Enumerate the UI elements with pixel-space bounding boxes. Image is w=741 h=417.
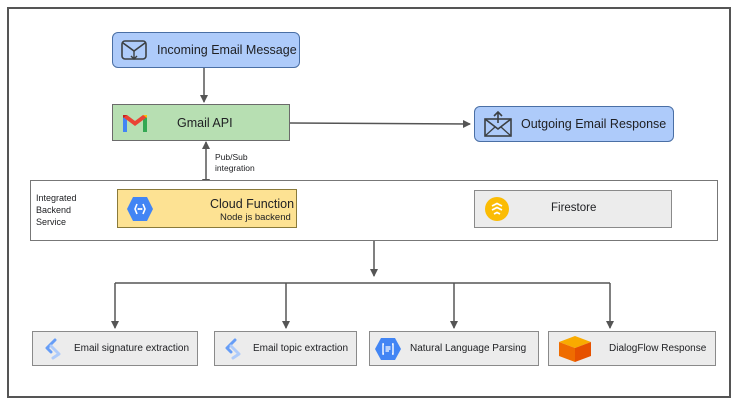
firestore-label: Firestore bbox=[551, 202, 597, 214]
gmail-api-node: Gmail API bbox=[112, 104, 290, 141]
incoming-email-label: Incoming Email Message bbox=[157, 43, 297, 57]
pubsub-label-line-1: Pub/Sub bbox=[215, 152, 248, 162]
pubsub-label-line-2: integration bbox=[215, 163, 255, 173]
firestore-node: Firestore bbox=[474, 190, 672, 228]
dialogflow-node: DialogFlow Response bbox=[548, 331, 716, 366]
outgoing-mail-icon bbox=[484, 110, 512, 137]
incoming-email-node: Incoming Email Message bbox=[112, 32, 300, 68]
pubsub-edge-label: Pub/Sub integration bbox=[215, 152, 255, 174]
nlp-label: Natural Language Parsing bbox=[410, 343, 527, 354]
vertex-ai-icon bbox=[225, 338, 241, 360]
inbox-mail-icon bbox=[121, 40, 147, 60]
diagram-frame bbox=[7, 7, 731, 398]
outgoing-email-node: Outgoing Email Response bbox=[474, 106, 674, 142]
backend-label-line-2: Backend bbox=[36, 205, 72, 215]
backend-group-label: Integrated Backend Service bbox=[36, 192, 77, 228]
cloud-function-node: Cloud Function Node js backend bbox=[117, 189, 297, 228]
vertex-ai-icon bbox=[45, 338, 61, 360]
cloud-function-label: Cloud Function bbox=[210, 197, 295, 211]
dialogflow-icon bbox=[559, 336, 591, 362]
cloud-functions-icon bbox=[127, 197, 153, 221]
cloud-function-sublabel: Node js backend bbox=[220, 212, 291, 223]
topic-extraction-node: Email topic extraction bbox=[214, 331, 357, 366]
backend-label-line-3: Service bbox=[36, 217, 67, 227]
signature-extraction-node: Email signature extraction bbox=[32, 331, 198, 366]
dialogflow-label: DialogFlow Response bbox=[609, 343, 707, 354]
topic-extraction-label: Email topic extraction bbox=[253, 343, 349, 354]
gmail-logo-icon bbox=[123, 115, 147, 132]
backend-label-line-1: Integrated bbox=[36, 193, 77, 203]
firestore-icon bbox=[485, 197, 509, 221]
natural-language-api-icon bbox=[375, 338, 401, 360]
signature-extraction-label: Email signature extraction bbox=[74, 343, 190, 354]
gmail-api-label: Gmail API bbox=[177, 116, 233, 130]
nlp-node: Natural Language Parsing bbox=[369, 331, 539, 366]
arrow-gmail-to-outgoing bbox=[289, 119, 471, 128]
outgoing-email-label: Outgoing Email Response bbox=[521, 117, 667, 131]
